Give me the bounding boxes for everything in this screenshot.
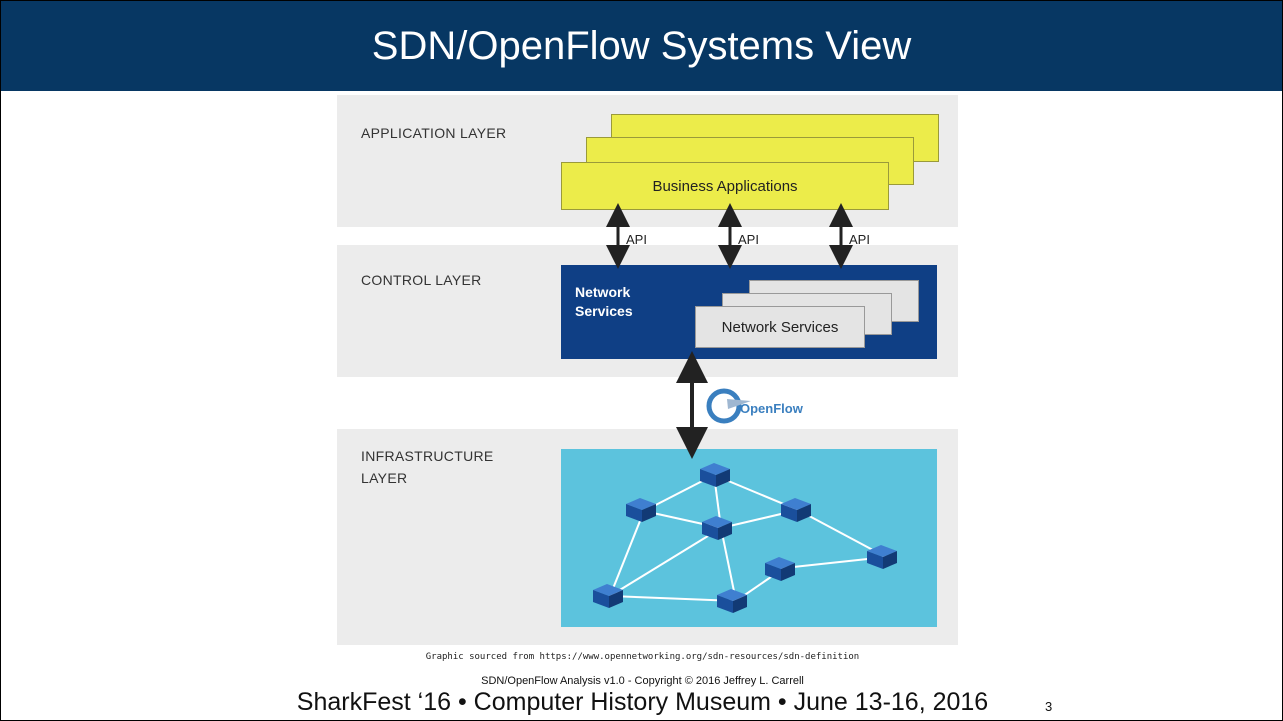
- control-layer-label: CONTROL LAYER: [361, 272, 482, 288]
- copyright-text: SDN/OpenFlow Analysis v1.0 - Copyright ©…: [481, 675, 804, 687]
- switch-icon: [702, 516, 732, 540]
- network-services-label: Network Services: [721, 318, 839, 336]
- network-services-title: Network Services: [575, 284, 633, 319]
- switch-icon: [593, 584, 623, 608]
- switch-icon: [700, 463, 730, 487]
- slide-title: SDN/OpenFlow Systems View: [371, 24, 912, 68]
- switch-icon: [781, 498, 811, 522]
- application-layer-label: APPLICATION LAYER: [361, 125, 507, 141]
- business-applications-label: Business Applications: [652, 177, 798, 195]
- switch-icon: [765, 557, 795, 581]
- switch-icon: [626, 498, 656, 522]
- page-number: 3: [1045, 699, 1053, 714]
- api-label-1: API: [626, 232, 647, 247]
- service-card-front: Network Services: [695, 306, 865, 348]
- switch-icon: [867, 545, 897, 569]
- api-label-2: API: [738, 232, 759, 247]
- source-note: Graphic sourced from https://www.opennet…: [425, 652, 860, 662]
- switch-icon: [717, 589, 747, 613]
- openflow-logo-icon: [706, 388, 751, 424]
- openflow-label: OpenFlow: [740, 401, 803, 416]
- api-label-3: API: [849, 232, 870, 247]
- network-links: [609, 474, 887, 602]
- title-bar: [1, 1, 1282, 91]
- infrastructure-layer-label: INFRASTRUCTURE LAYER: [361, 448, 494, 486]
- footer-text: SharkFest ‘16 • Computer History Museum …: [296, 688, 989, 716]
- app-card-front: Business Applications: [561, 162, 889, 210]
